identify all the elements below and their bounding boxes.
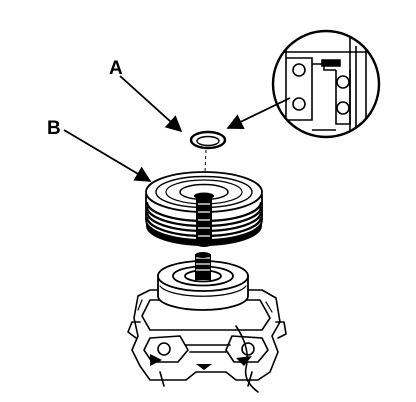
alignment-line — [204, 149, 207, 173]
leader-lines — [63, 75, 291, 182]
wire-lead — [235, 325, 259, 393]
compressor-shaft — [195, 252, 211, 280]
callout-a-leader — [119, 75, 183, 133]
pulley — [145, 171, 263, 247]
callout-b-leader — [63, 129, 152, 182]
callout-b-label: B — [47, 118, 61, 139]
inset-pointer-arrow — [226, 97, 291, 129]
snap-ring — [189, 130, 227, 150]
callout-a-label: A — [109, 58, 123, 79]
detail-inset — [271, 29, 381, 139]
